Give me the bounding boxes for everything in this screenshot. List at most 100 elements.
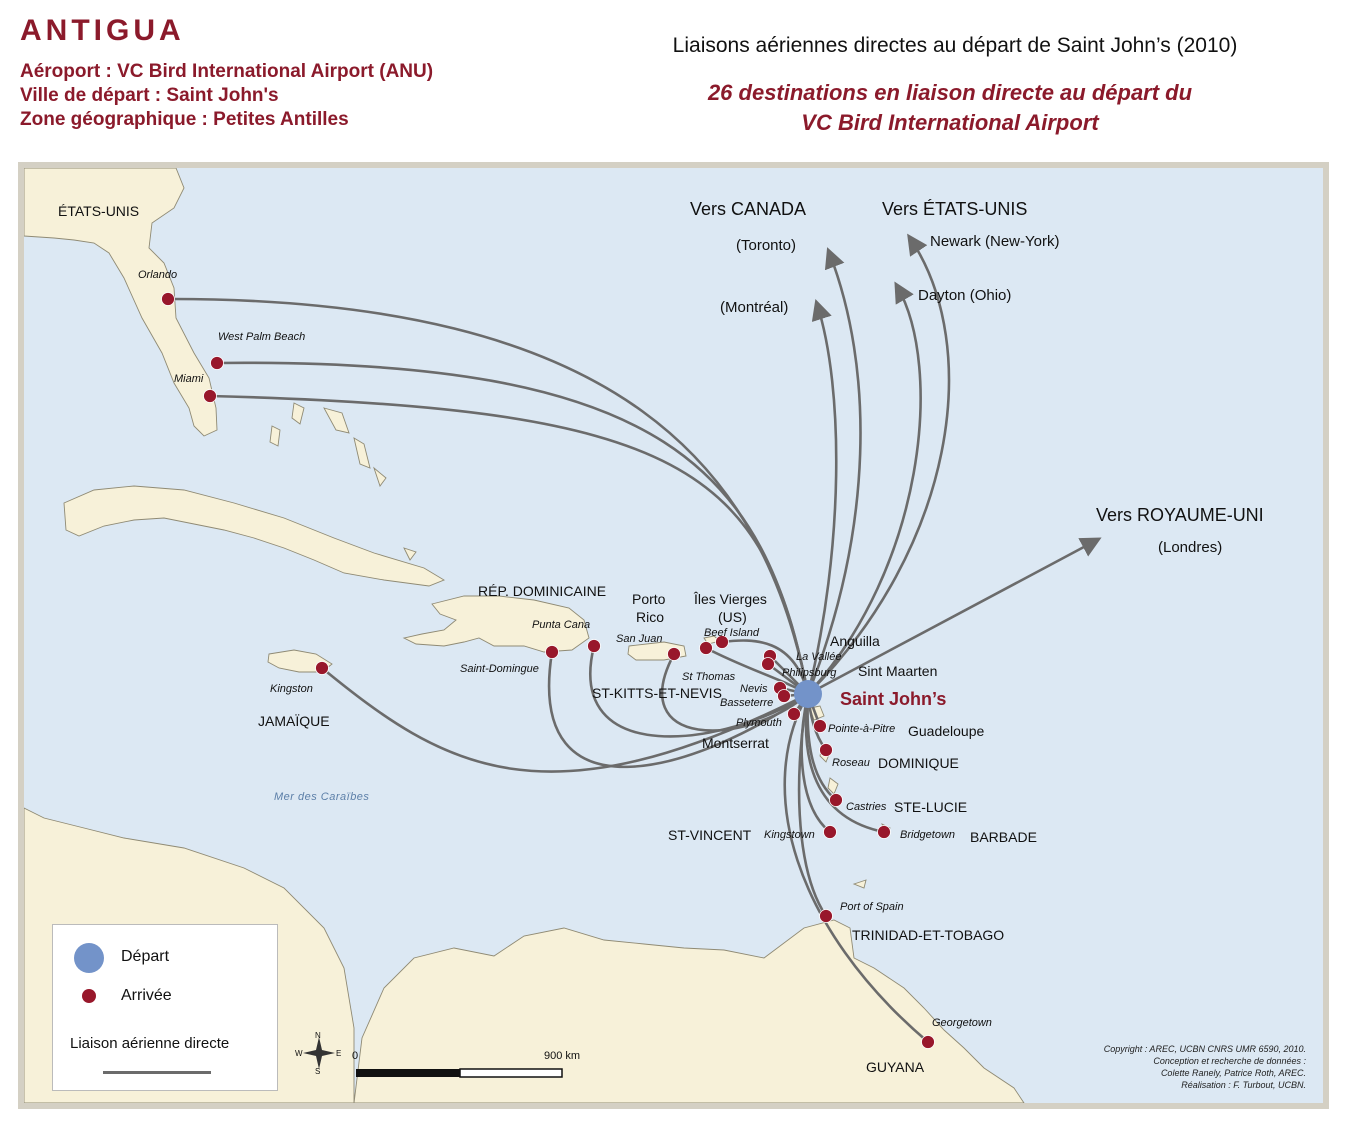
copyright-line-4: Réalisation : F. Turbout, UCBN. xyxy=(1181,1080,1306,1090)
route-port-of-spain xyxy=(797,692,828,918)
scale-bar-black xyxy=(356,1069,460,1077)
map-title: Liaisons aériennes directes au départ de… xyxy=(672,34,1238,57)
label-country-anguilla: Anguilla xyxy=(830,633,880,649)
compass-rose xyxy=(303,1037,335,1069)
arrival-dot-geo xyxy=(921,1035,935,1049)
label-city-miami: Miami xyxy=(174,373,204,385)
arrival-dot-bgi xyxy=(877,825,891,839)
label-city-beef-island: Beef Island xyxy=(704,627,760,639)
label-country-guyana: GUYANA xyxy=(866,1059,925,1075)
land-bahamas-1 xyxy=(269,425,281,447)
map-subtitle: 26 destinations en liaison directe au dé… xyxy=(620,78,1280,138)
route-london xyxy=(806,537,1102,696)
label-country-rep-dom: RÉP. DOMINICAINE xyxy=(478,583,607,599)
scale-bar-white xyxy=(459,1068,563,1078)
land-cuba xyxy=(63,485,446,587)
arrival-dot-miami xyxy=(203,389,217,403)
arrival-dot-pos xyxy=(819,909,833,923)
land-bahamas-4 xyxy=(353,437,371,469)
route-santo-domingo xyxy=(547,650,810,769)
label-newark: Newark (New-York) xyxy=(930,233,1060,250)
label-origin-saint-johns: Saint John’s xyxy=(840,689,947,709)
label-city-georgetown: Georgetown xyxy=(932,1017,992,1029)
label-country-trinidad: TRINIDAD-ET-TOBAGO xyxy=(852,927,1005,943)
label-country-montserrat: Montserrat xyxy=(702,735,769,751)
zone-line: Zone géographique : Petites Antilles xyxy=(20,109,349,130)
label-london: (Londres) xyxy=(1158,539,1223,556)
arrival-dot-puj xyxy=(587,639,601,653)
land-hispaniola xyxy=(402,595,590,653)
arrival-dot-sdq xyxy=(545,645,559,659)
route-beef-island xyxy=(720,639,810,696)
label-city-st-thomas: St Thomas xyxy=(682,671,736,683)
route-dayton xyxy=(806,281,922,696)
arrival-dot-orlando xyxy=(161,292,175,306)
route-kingston xyxy=(320,666,810,773)
label-city-la-vallee: La Vallée xyxy=(796,651,842,663)
route-miami xyxy=(208,394,810,696)
label-city-orlando: Orlando xyxy=(138,269,178,281)
compass-s: S xyxy=(315,1067,321,1076)
scale-bar-group xyxy=(356,1068,563,1078)
page-title-country: ANTIGUA xyxy=(20,14,185,47)
land-bahamas-5 xyxy=(373,466,387,487)
arrival-dot-beef xyxy=(715,635,729,649)
label-city-roseau: Roseau xyxy=(832,757,870,769)
label-toronto: (Toronto) xyxy=(736,237,797,254)
subtitle-line-1: 26 destinations en liaison directe au dé… xyxy=(707,80,1193,105)
label-country-dominique: DOMINIQUE xyxy=(878,755,959,771)
land-florida xyxy=(24,168,218,437)
label-country-sint-maarten: Sint Maarten xyxy=(858,663,938,679)
origin-dot-saint-johns xyxy=(794,680,822,708)
label-city-bridgetown: Bridgetown xyxy=(900,829,956,841)
arrival-dot-pap xyxy=(813,719,827,733)
copyright-block: Copyright : AREC, UCBN CNRS UMR 6590, 20… xyxy=(1024,1043,1306,1091)
label-city-plymouth: Plymouth xyxy=(736,717,782,729)
label-country-ste-lucie: STE-LUCIE xyxy=(894,799,968,815)
label-city-wpb: West Palm Beach xyxy=(218,331,306,343)
label-city-basseterre: Basseterre xyxy=(720,697,774,709)
arrival-dot-wpb xyxy=(210,356,224,370)
label-city-san-juan: San Juan xyxy=(616,633,663,645)
label-country-jamaica: JAMAÏQUE xyxy=(258,713,330,729)
label-sea-caribbean: Mer des Caraïbes xyxy=(274,791,370,803)
label-country-barbade: BARBADE xyxy=(970,829,1037,845)
label-country-iv-2: (US) xyxy=(718,609,747,625)
arrival-dot-roseau xyxy=(819,743,833,757)
legend-arrival-symbol xyxy=(82,989,96,1003)
route-san-juan xyxy=(660,652,810,732)
arrival-dot-bass xyxy=(777,689,791,703)
legend: Départ Arrivée Liaison aérienne directe xyxy=(52,924,278,1091)
copyright-line-3: Colette Ranely, Patrice Roth, AREC. xyxy=(1160,1068,1306,1078)
label-dir-uk: Vers ROYAUME-UNI xyxy=(1096,505,1264,525)
route-punta-cana xyxy=(589,644,810,738)
land-martinique xyxy=(827,777,839,795)
airport-line: Aéroport : VC Bird International Airport… xyxy=(20,61,434,82)
label-city-port-of-spain: Port of Spain xyxy=(840,901,904,913)
route-newark xyxy=(806,233,951,696)
label-country-guadeloupe: Guadeloupe xyxy=(908,723,985,739)
header-info: Aéroport : VC Bird International Airport… xyxy=(20,60,433,132)
legend-route-symbol xyxy=(103,1071,211,1074)
land-tobago xyxy=(852,879,867,889)
arrival-dot-kingston_j xyxy=(315,661,329,675)
compass-e: E xyxy=(336,1049,342,1058)
label-country-skn: ST-KITTS-ET-NEVIS xyxy=(592,685,722,701)
route-montreal xyxy=(806,299,838,696)
label-country-usa: ÉTATS-UNIS xyxy=(58,203,140,219)
label-dir-usa: Vers ÉTATS-UNIS xyxy=(882,199,1028,219)
arrival-dot-sju xyxy=(667,647,681,661)
legend-route-label: Liaison aérienne directe xyxy=(70,1035,230,1052)
route-bridgetown xyxy=(804,692,886,834)
label-dir-canada: Vers CANADA xyxy=(690,199,807,219)
subtitle-line-2: VC Bird International Airport xyxy=(801,110,1099,135)
city-line: Ville de départ : Saint John's xyxy=(20,85,279,106)
label-dayton: Dayton (Ohio) xyxy=(918,287,1012,304)
legend-departure-label: Départ xyxy=(121,948,170,965)
legend-departure-symbol xyxy=(74,943,104,973)
label-country-iv-1: Îles Vierges xyxy=(694,591,767,607)
arrival-dot-kingstown xyxy=(823,825,837,839)
land-bahamas-2 xyxy=(291,402,305,425)
route-toronto xyxy=(806,247,862,696)
land-bahamas-3 xyxy=(323,407,350,434)
